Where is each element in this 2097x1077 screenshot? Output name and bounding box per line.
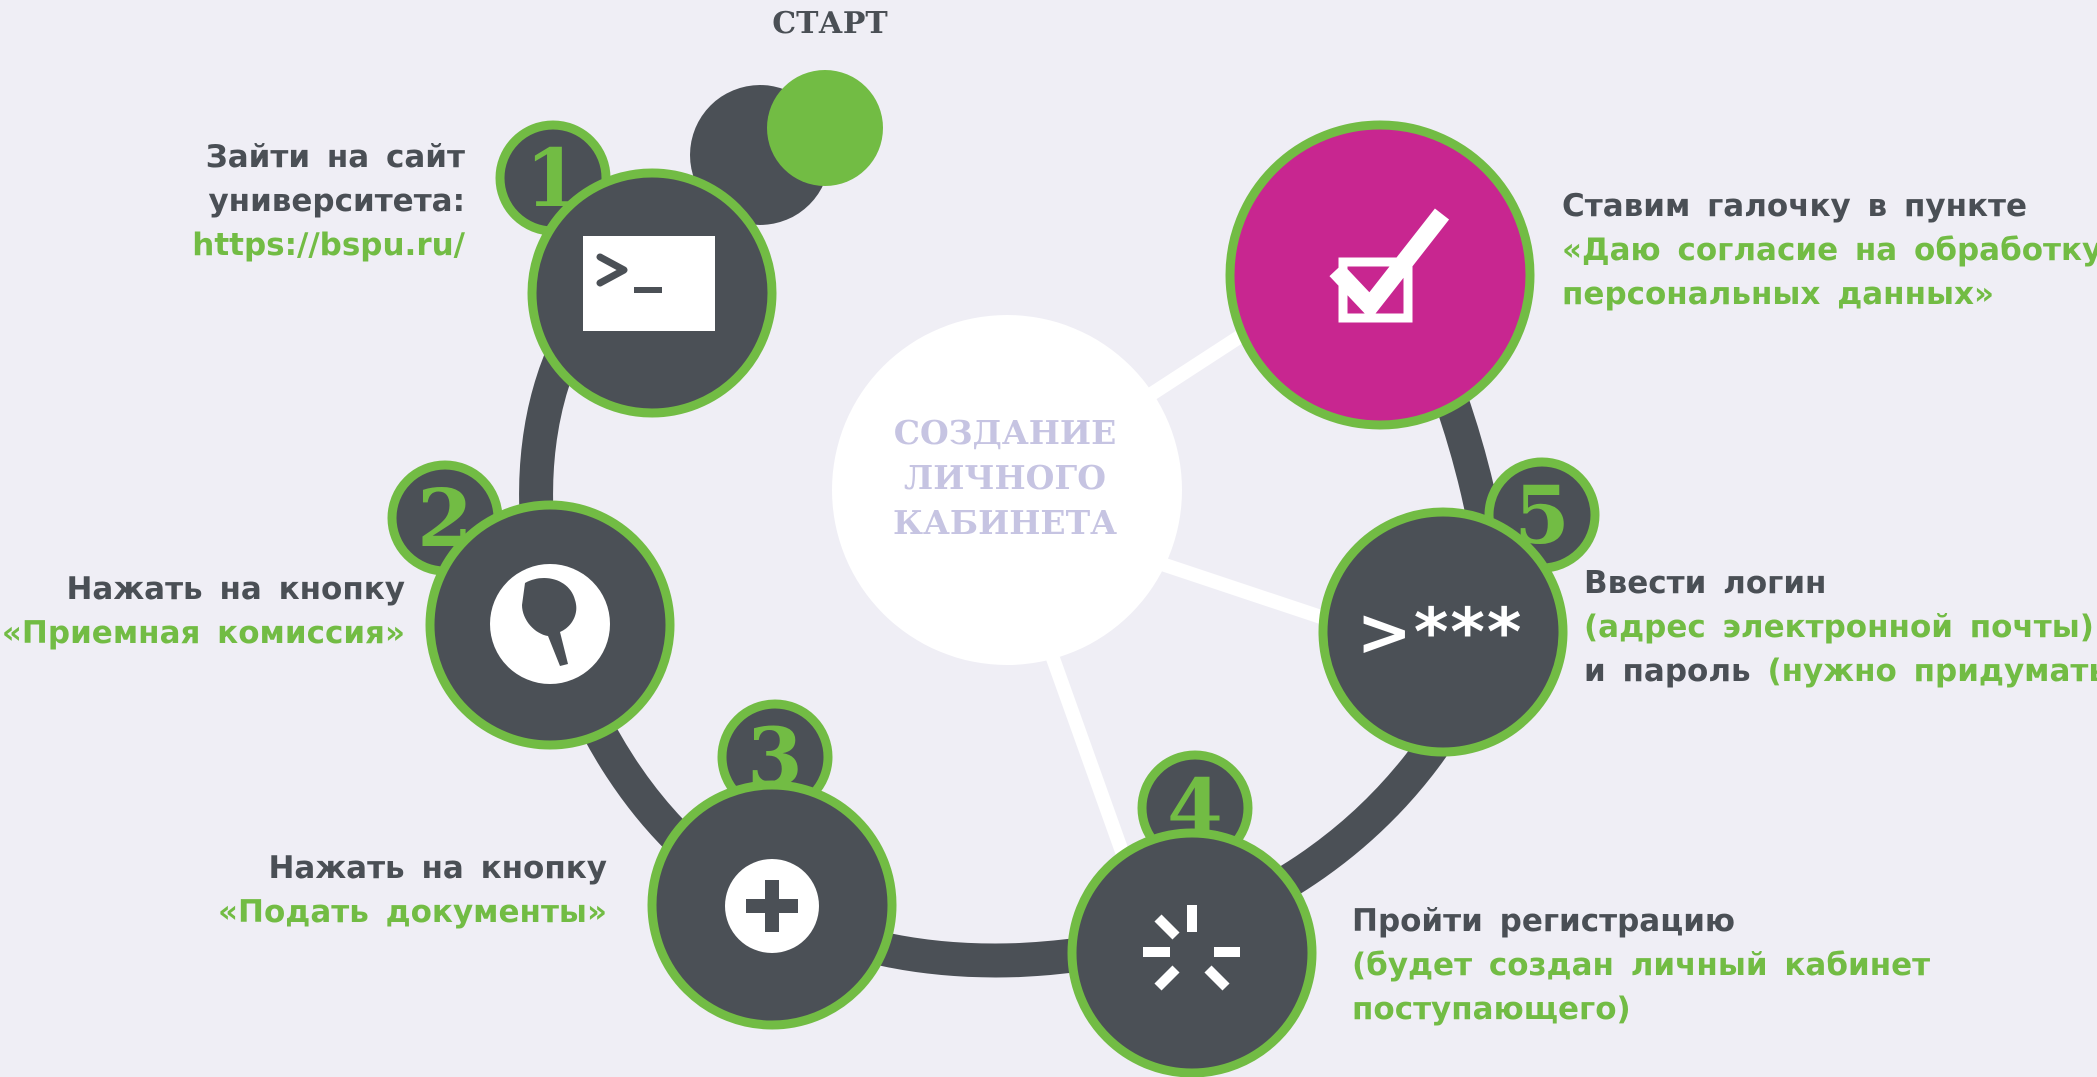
step-5-text: Ввести логин (адрес электронной почты) и… [1584,561,2097,693]
step-6-node [1225,120,1535,430]
step-1-line: Зайти на сайт [205,139,465,175]
step-5-line: Ввести логин [1584,565,1827,601]
step-1-text: Зайти на сайт университета: https://bspu… [140,135,465,267]
step-5-node [1318,457,1600,757]
step-4-text: Пройти регистрацию (будет создан личный … [1352,899,1952,1031]
step-6-line: Ставим галочку в пункте [1562,188,2028,224]
center-title-line: КАБИНЕТА [892,503,1118,542]
pointing-hand-icon [490,564,610,684]
step-4-line: поступающего) [1352,991,1631,1027]
start-label: СТАРТ [772,6,888,41]
center-title: СОЗДАНИЕ ЛИЧНОГО КАБИНЕТА [860,410,1150,545]
plus-icon [725,859,819,953]
step-1-link[interactable]: https://bspu.ru/ [192,227,465,263]
step-4-node [1067,750,1317,1077]
terminal-icon [583,236,715,331]
step-1-line: университета: [208,183,465,219]
step-6-text: Ставим галочку в пункте «Даю согласие на… [1562,184,2097,316]
center-title-line: СОЗДАНИЕ [893,413,1117,452]
step-2-text: Нажать на кнопку «Приемная комиссия» [0,567,405,655]
center-title-line: ЛИЧНОГО [904,458,1106,497]
center-spokes [1043,323,1337,867]
step-6-line: персональных данных» [1562,276,1995,312]
step-4-line: Пройти регистрацию [1352,903,1736,939]
step-5-line: (адрес электронной почты) [1584,609,2094,645]
password-icon: >*** [1356,594,1524,671]
step-5-number: 5 [1514,468,1570,562]
start-marker [690,70,883,225]
loading-spinner-icon [1143,905,1240,991]
step-4-line: (будет создан личный кабинет [1352,947,1931,983]
step-5-line-part: (нужно придумать) [1767,653,2097,689]
step-1-number: 1 [525,131,581,225]
step-2-number: 2 [417,471,473,565]
step-5-line-part: и пароль [1584,653,1768,689]
step-3-text: Нажать на кнопку «Подать документы» [180,846,607,934]
checkbox-check-icon [1329,208,1450,323]
step-3-node [647,699,897,1030]
center-circle [832,315,1182,665]
step-2-line: «Приемная комиссия» [1,615,405,651]
step-1-node [495,120,777,418]
step-6-line: «Даю согласие на обработку [1562,232,2097,268]
step-5-line: и пароль (нужно придумать) [1584,649,2097,693]
step-2-line: Нажать на кнопку [66,571,405,607]
step-2-node [387,460,675,750]
step-3-number: 3 [747,710,803,804]
step-3-line: «Подать документы» [218,894,607,930]
step-3-line: Нажать на кнопку [268,850,607,886]
step-4-number: 4 [1167,761,1223,855]
